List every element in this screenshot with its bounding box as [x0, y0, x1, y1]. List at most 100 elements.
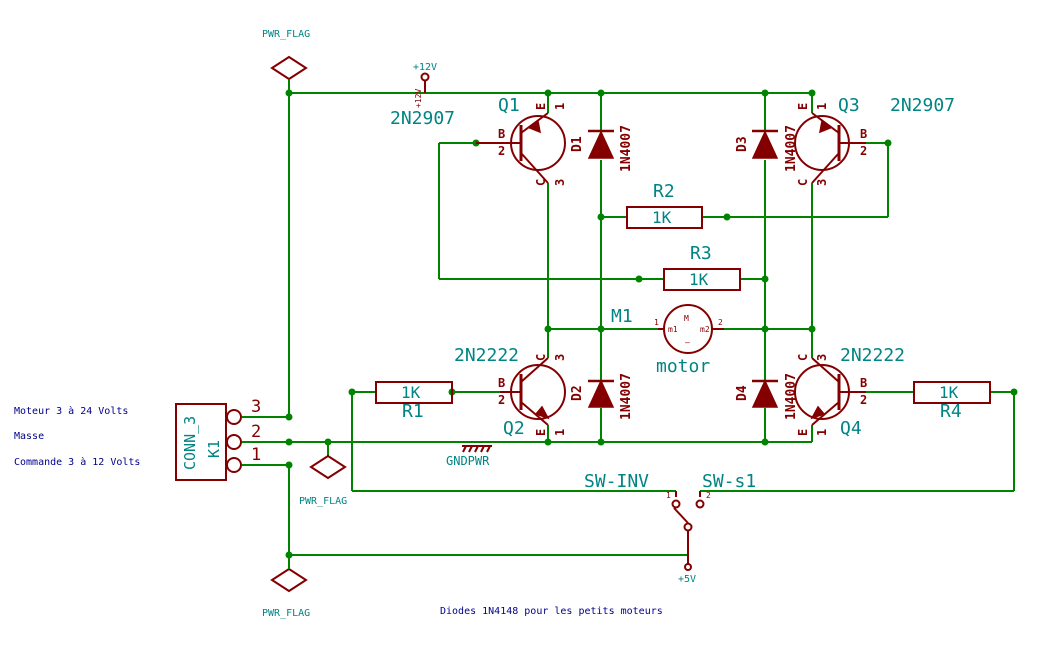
transistor-q4: 2N2222 Q4 B 2 C 3 E 1 — [794, 345, 905, 439]
svg-text:CONN_3: CONN_3 — [181, 416, 199, 470]
junctions — [285, 89, 1018, 559]
svg-text:1K: 1K — [401, 383, 421, 402]
svg-text:C: C — [796, 179, 810, 186]
pwr-flag-middle: PWR_FLAG — [299, 454, 347, 507]
svg-text:E: E — [796, 429, 810, 436]
svg-text:3: 3 — [553, 179, 567, 186]
svg-text:SW-s1: SW-s1 — [702, 471, 756, 492]
supply-12v: +12V +12V — [413, 62, 437, 108]
svg-text:PWR_FLAG: PWR_FLAG — [262, 29, 310, 40]
svg-text:1N4007: 1N4007 — [619, 125, 634, 172]
diode-d4: D4 1N4007 — [735, 373, 799, 420]
svg-text:2N2222: 2N2222 — [454, 345, 519, 366]
transistor-q3: Q3 2N2907 B 2 E 1 C 3 — [794, 95, 955, 186]
svg-text:E: E — [534, 103, 548, 110]
resistor-r3: 1K R3 — [663, 243, 741, 291]
svg-text:+12V: +12V — [414, 89, 423, 108]
svg-text:1: 1 — [815, 103, 829, 110]
svg-text:Q4: Q4 — [840, 418, 862, 439]
diode-d2: D2 1N4007 — [570, 373, 634, 420]
svg-text:B: B — [860, 127, 867, 141]
svg-text:B: B — [498, 376, 505, 390]
svg-text:1: 1 — [553, 103, 567, 110]
svg-text:D1: D1 — [570, 136, 585, 152]
svg-text:Q1: Q1 — [498, 95, 520, 116]
svg-text:E: E — [534, 429, 548, 436]
pwr-flag-top: PWR_FLAG — [262, 29, 310, 81]
svg-text:2N2907: 2N2907 — [890, 95, 955, 116]
svg-text:Moteur 3 à 24 Volts: Moteur 3 à 24 Volts — [14, 405, 128, 417]
svg-text:m2: m2 — [700, 325, 710, 334]
svg-text:–: – — [685, 338, 690, 347]
svg-text:K1: K1 — [205, 440, 223, 458]
svg-text:1: 1 — [666, 491, 671, 500]
svg-text:2: 2 — [860, 393, 867, 407]
svg-text:B: B — [498, 127, 505, 141]
svg-text:2N2222: 2N2222 — [840, 345, 905, 366]
svg-text:Q2: Q2 — [503, 418, 525, 439]
connector-k1: 3 2 1 CONN_3 K1 — [175, 397, 261, 481]
svg-text:+12V: +12V — [413, 62, 437, 73]
svg-text:2N2907: 2N2907 — [390, 108, 455, 129]
svg-text:C: C — [534, 179, 548, 186]
svg-text:D2: D2 — [570, 385, 585, 401]
switch-sw-inv: 1 2 SW-INV SW-s1 — [584, 471, 756, 555]
svg-text:1: 1 — [654, 318, 659, 327]
svg-text:R1: R1 — [402, 401, 424, 422]
svg-text:2: 2 — [718, 318, 723, 327]
svg-text:1K: 1K — [652, 208, 672, 227]
svg-text:1: 1 — [815, 429, 829, 436]
diode-d1: D1 1N4007 — [570, 125, 634, 172]
svg-text:Q3: Q3 — [838, 95, 860, 116]
gndpwr-symbol: GNDPWR — [446, 445, 492, 468]
resistor-r4: 1K R4 — [913, 381, 991, 422]
svg-text:1: 1 — [251, 445, 261, 465]
svg-text:2: 2 — [498, 393, 505, 407]
svg-text:2: 2 — [251, 422, 261, 442]
resistor-r2: 1K R2 — [626, 181, 703, 229]
connector-labels: Moteur 3 à 24 Volts Masse Commande 3 à 1… — [14, 405, 140, 468]
svg-text:2: 2 — [706, 491, 711, 500]
svg-text:1K: 1K — [939, 383, 959, 402]
svg-text:3: 3 — [251, 397, 261, 417]
svg-text:3: 3 — [553, 354, 567, 361]
diode-d3: D3 1N4007 — [735, 125, 799, 172]
svg-text:C: C — [534, 354, 548, 361]
svg-text:1N4007: 1N4007 — [784, 373, 799, 420]
svg-text:PWR_FLAG: PWR_FLAG — [299, 496, 347, 507]
diode-note: Diodes 1N4148 pour les petits moteurs — [440, 606, 663, 617]
motor-m1: M m1 m2 – 1 2 M1 motor — [611, 304, 724, 377]
pwr-flag-bottom: PWR_FLAG — [262, 555, 310, 619]
transistor-q1: Q1 2N2907 B 2 E 1 C 3 — [390, 95, 567, 186]
supply-5v: +5V — [678, 555, 696, 585]
svg-text:1N4007: 1N4007 — [619, 373, 634, 420]
wires — [242, 80, 1015, 556]
svg-text:3: 3 — [815, 179, 829, 186]
svg-text:B: B — [860, 376, 867, 390]
svg-text:E: E — [796, 103, 810, 110]
svg-text:D4: D4 — [735, 385, 750, 401]
svg-text:R3: R3 — [690, 243, 712, 264]
transistor-q2: 2N2222 Q2 B 2 C 3 E 1 — [454, 345, 567, 439]
svg-text:1: 1 — [553, 429, 567, 436]
svg-text:C: C — [796, 354, 810, 361]
svg-text:GNDPWR: GNDPWR — [446, 454, 490, 468]
resistor-r1: 1K R1 — [375, 381, 453, 422]
svg-text:SW-INV: SW-INV — [584, 471, 649, 492]
svg-text:2: 2 — [498, 144, 505, 158]
svg-text:+5V: +5V — [678, 574, 696, 585]
svg-text:m1: m1 — [668, 325, 678, 334]
svg-text:Commande 3 à 12 Volts: Commande 3 à 12 Volts — [14, 456, 140, 468]
svg-text:PWR_FLAG: PWR_FLAG — [262, 608, 310, 619]
svg-text:motor: motor — [656, 356, 710, 377]
svg-text:R2: R2 — [653, 181, 675, 202]
svg-text:M: M — [684, 314, 689, 323]
svg-text:3: 3 — [815, 354, 829, 361]
svg-text:2: 2 — [860, 144, 867, 158]
svg-text:1K: 1K — [689, 270, 709, 289]
svg-text:D3: D3 — [735, 136, 750, 152]
svg-text:R4: R4 — [940, 401, 962, 422]
svg-text:Masse: Masse — [14, 431, 44, 442]
svg-text:1N4007: 1N4007 — [784, 125, 799, 172]
